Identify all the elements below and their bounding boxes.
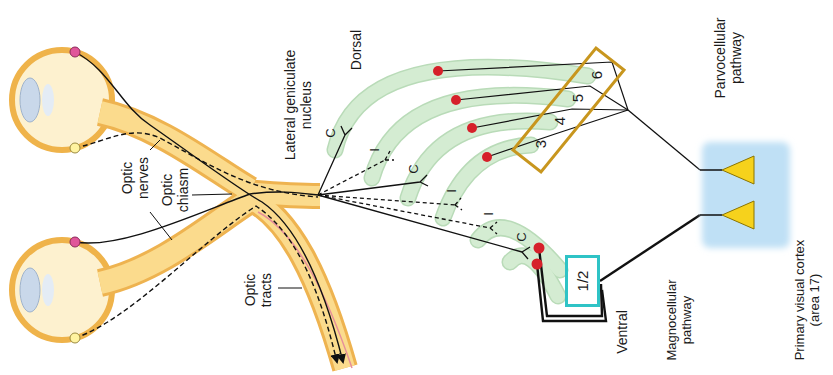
layer-number: 6 (588, 71, 605, 79)
layer-input-label: I (445, 189, 460, 193)
structure-label: Optic chiasm (159, 159, 191, 221)
relay-neuron (534, 243, 545, 254)
lgn-layer-band (443, 145, 531, 218)
pathway-connector (628, 110, 700, 170)
leader-line (150, 212, 172, 240)
cortex-region (702, 142, 790, 248)
layer-group-box: 1/2 (565, 255, 600, 307)
layer-group-box: 6 5 4 3 (505, 45, 628, 175)
pathway-label: Magnocellular pathway (665, 270, 695, 370)
leader-line (150, 140, 302, 288)
layer-number: 5 (569, 94, 586, 102)
eyeball (20, 78, 40, 122)
pyramidal-cell (722, 201, 754, 229)
retina-dot (70, 237, 80, 247)
region-name: Primary visual cortex (area 17) (793, 230, 823, 370)
structure-label: Optic tracts (242, 259, 274, 321)
structure-label: Optic nerves (119, 147, 151, 209)
retina-dot (70, 143, 80, 153)
lgn-layer-band (443, 145, 531, 218)
parvocellular-axon (438, 62, 628, 157)
nerve-fiber (75, 192, 318, 243)
leader-line (150, 140, 160, 150)
structure-label: Ventral (614, 310, 630, 354)
retina-dot (70, 47, 80, 57)
layer-input-label: I (482, 212, 497, 216)
structure-label: Lateral geniculate nucleus (282, 43, 314, 168)
geniculate-afferent (318, 151, 394, 195)
parvocellular-axon (472, 109, 628, 128)
leader-line (278, 288, 302, 289)
cortex-box: Primary visual cortex (area 17) (700, 140, 830, 373)
layer-input-label: C (515, 232, 530, 241)
relay-neuron (532, 259, 543, 270)
tilted-box-outline (505, 45, 628, 175)
layer-input-label: C (324, 128, 339, 137)
layer-number: 4 (551, 117, 568, 125)
retina-dot (70, 47, 80, 343)
relay-neuron (482, 152, 492, 162)
lgn-layer-band (335, 67, 588, 296)
layer-number: 1/2 (574, 271, 591, 292)
geniculate-afferent (318, 126, 530, 259)
eyeball (12, 50, 112, 340)
pyramidal-cell (722, 156, 754, 184)
layer-number: 3 (532, 140, 549, 148)
eyeball (42, 84, 54, 116)
eyeball (12, 240, 112, 340)
lgn-layer-band (478, 228, 560, 270)
nerve-fiber (75, 206, 337, 362)
relay-neuron (451, 95, 461, 105)
eyeball (12, 50, 112, 150)
relay-neuron (433, 66, 443, 76)
leader-line (192, 194, 232, 195)
cortex-region (700, 140, 830, 373)
nerve-fiber (75, 133, 318, 197)
tilted-box-outline (513, 48, 624, 172)
geniculate-afferent (318, 175, 428, 195)
axon-terminal (700, 170, 722, 215)
lgn-layer-band (510, 256, 558, 296)
relay-neuron (433, 66, 545, 270)
eyeball (42, 274, 54, 306)
geniculate-afferent (318, 195, 530, 259)
magnocellular-axon (539, 248, 602, 316)
pathway-label: Parvocellular pathway (712, 6, 744, 110)
pathway-connector (600, 215, 700, 281)
magnocellular-axon (537, 248, 606, 321)
layer-input-label: I (368, 148, 383, 152)
geniculate-afferent (318, 195, 497, 234)
parvocellular-axon (438, 62, 628, 110)
geniculate-afferent (318, 126, 352, 195)
retina-dot (70, 333, 80, 343)
magnocellular-axon (537, 264, 606, 321)
structure-label: Dorsal (348, 30, 364, 70)
layer-input-label: C (407, 164, 422, 173)
relay-neuron (467, 123, 477, 133)
geniculate-afferent (318, 195, 462, 210)
eyeball (20, 268, 40, 312)
optic-nerve-band (100, 112, 352, 368)
